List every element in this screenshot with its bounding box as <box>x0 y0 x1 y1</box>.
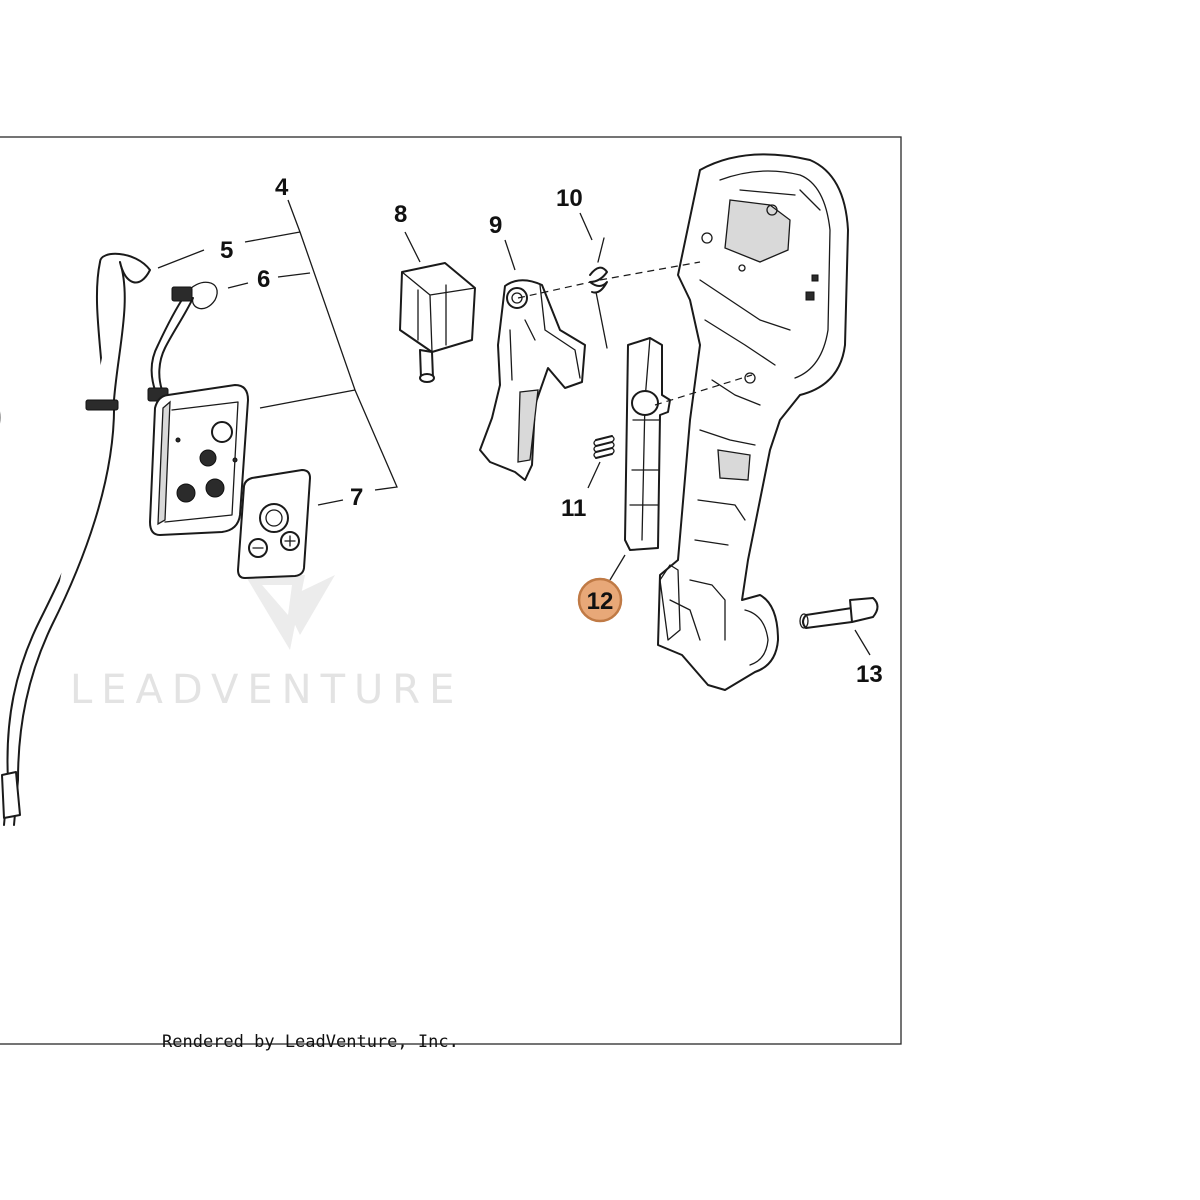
torsion-spring <box>589 237 608 349</box>
cable-harness <box>0 252 151 826</box>
decal-plate <box>237 469 311 579</box>
callout-12-badge[interactable]: 12 <box>577 577 623 623</box>
bolt-part <box>799 597 879 629</box>
callout-5[interactable]: 5 <box>220 237 233 264</box>
callout-7[interactable]: 7 <box>350 484 363 511</box>
highlight-circle <box>577 577 623 623</box>
control-box <box>149 384 249 536</box>
trigger-part <box>479 279 586 481</box>
callout-12[interactable]: 12 <box>587 588 614 615</box>
callout-4[interactable]: 4 <box>275 174 289 201</box>
callout-6[interactable]: 6 <box>257 266 270 293</box>
callout-13[interactable]: 13 <box>856 661 883 688</box>
lock-lever <box>624 337 671 551</box>
watermark-logo <box>245 575 335 650</box>
assembly-lines <box>517 261 753 406</box>
watermark-text: LEADVENTURE <box>70 667 463 713</box>
handle-housing <box>657 153 849 691</box>
callout-10[interactable]: 10 <box>556 185 583 212</box>
leader-lines <box>157 199 871 656</box>
switch-part <box>399 262 476 383</box>
callout-11[interactable]: 11 <box>561 495 586 522</box>
connector-wire <box>147 281 218 402</box>
callout-9[interactable]: 9 <box>489 212 502 239</box>
diagram-frame <box>0 136 902 1045</box>
credit-text: Rendered by LeadVenture, Inc. <box>162 1032 459 1052</box>
callout-8[interactable]: 8 <box>394 201 407 228</box>
coil-spring <box>593 435 615 459</box>
